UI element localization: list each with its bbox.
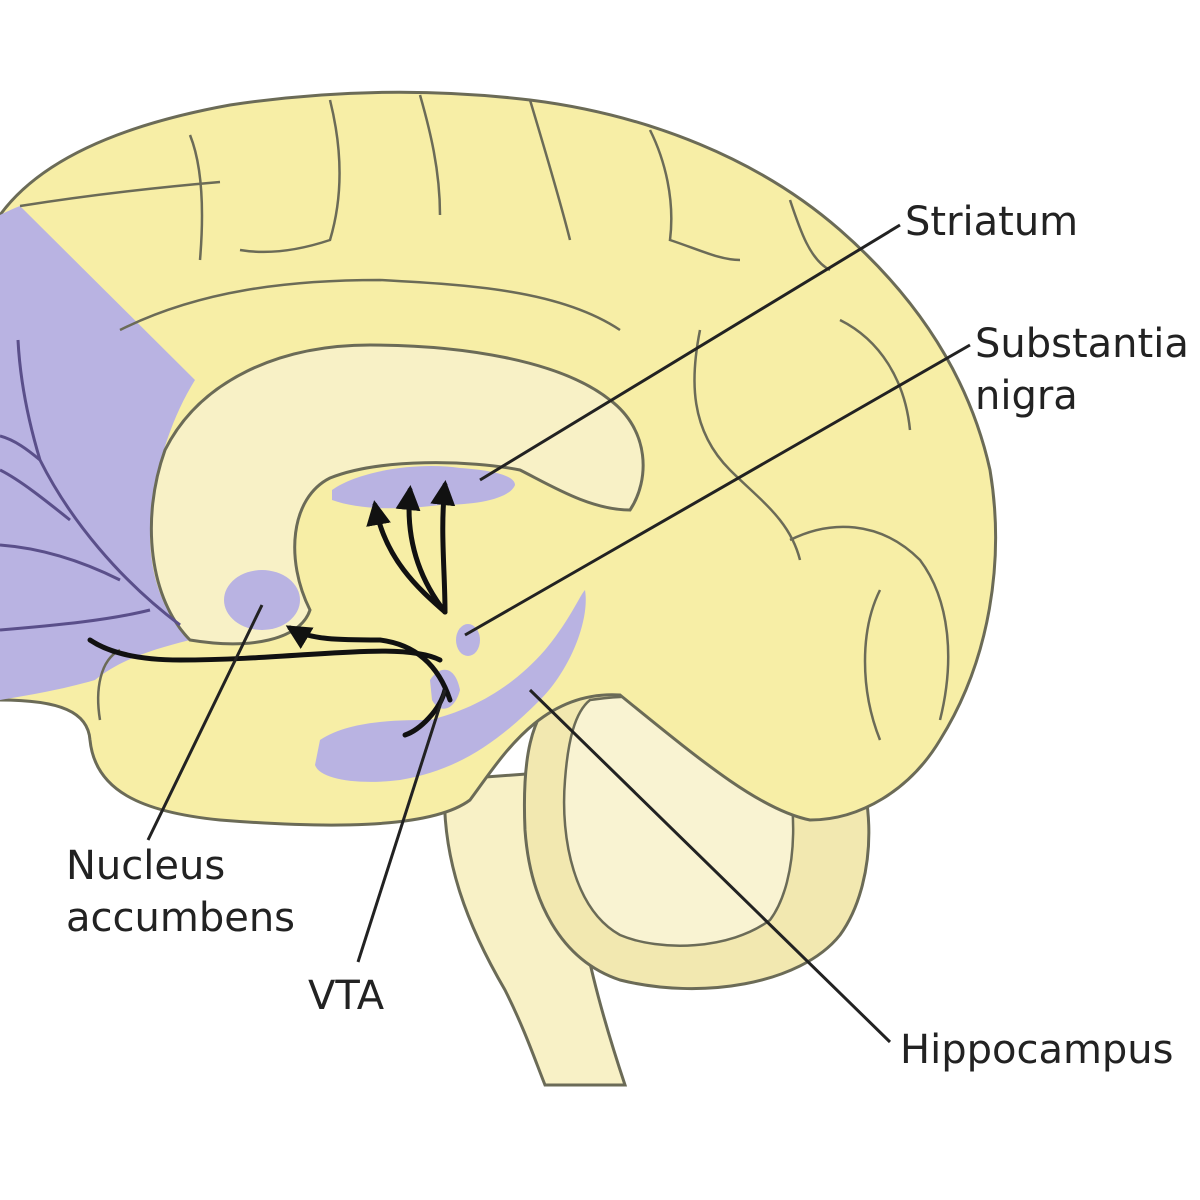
hippocampus-leader-line — [528, 688, 892, 1044]
substantia-nigra-region — [456, 624, 480, 656]
nucleus-accumbens-label: Nucleus accumbens — [66, 840, 295, 944]
nucleus-accumbens-label-line2: accumbens — [66, 895, 296, 941]
label-leader-lines — [146, 223, 971, 1044]
nucleus-accumbens-label-line1: Nucleus — [66, 843, 226, 889]
mesocortical-fibers — [0, 339, 181, 632]
substantia-nigra-leader-line — [464, 343, 971, 637]
striatum-region — [332, 466, 515, 509]
hippocampus-region — [315, 590, 586, 782]
striatum-label: Striatum — [905, 199, 1079, 245]
hippocampus-label: Hippocampus — [900, 1027, 1174, 1073]
nucleus-accumbens-region — [224, 570, 300, 630]
dopamine-pathways — [87, 480, 456, 738]
mesolimbic-fiber — [285, 625, 453, 703]
vta-label: VTA — [308, 973, 385, 1019]
nigrostriatal-fiber-3 — [430, 480, 456, 615]
nigrostriatal-fiber-2 — [395, 485, 448, 615]
nucleus-accumbens-leader-line — [146, 604, 264, 841]
substantia-nigra-label-line1: Substantia — [975, 321, 1189, 367]
substantia-nigra-label: Substantia nigra — [975, 318, 1189, 422]
striatum-leader-line — [479, 223, 901, 482]
vta-leader-line — [356, 689, 447, 963]
prefrontal-cortex-region — [0, 206, 195, 700]
cortex-folds — [19, 94, 950, 741]
mesocortical-fiber — [87, 637, 443, 663]
cingulate-gyrus — [149, 343, 645, 646]
substantia-nigra-label-line2: nigra — [975, 373, 1078, 419]
